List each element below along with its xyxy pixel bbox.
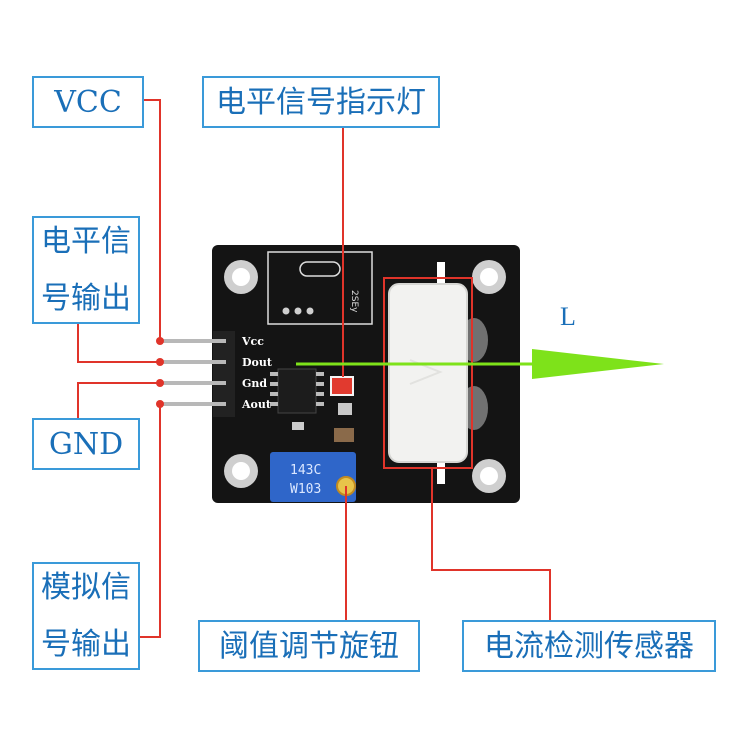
mounting-hole xyxy=(472,260,506,294)
pin-label-vcc: Vcc xyxy=(241,335,264,348)
label-threshold-knob: 阈值调节旋钮 xyxy=(198,620,420,672)
label-vcc-text: VCC xyxy=(54,84,122,120)
label-gnd: GND xyxy=(32,418,140,470)
current-sensor xyxy=(388,283,468,463)
mounting-hole xyxy=(224,260,258,294)
label-indicator-text: 电平信号指示灯 xyxy=(216,84,426,120)
leader-lines xyxy=(77,99,551,638)
leader-gnd xyxy=(77,382,160,426)
label-level-out-line1: 电平信 xyxy=(41,224,131,259)
board-chip-marking: 2SEy xyxy=(349,290,359,313)
mounting-hole xyxy=(472,459,506,493)
label-current-sensor-text: 电流检测传感器 xyxy=(484,628,694,664)
label-vcc: VCC xyxy=(32,76,144,128)
label-threshold-knob-text: 阈值调节旋钮 xyxy=(219,628,399,664)
opamp-chip xyxy=(270,368,324,414)
pin-label-gnd: Gnd xyxy=(242,377,267,390)
current-direction-arrow xyxy=(296,349,664,379)
trimmer-marking-bottom: W103 xyxy=(290,482,321,497)
label-analog-out-line1: 模拟信 xyxy=(41,570,131,605)
trimmer-marking-top: 143C xyxy=(290,463,321,478)
pin-label-dout: Dout xyxy=(242,356,273,369)
pin-header xyxy=(160,331,235,417)
label-level-out-line2: 号输出 xyxy=(41,281,131,316)
label-indicator: 电平信号指示灯 xyxy=(202,76,440,128)
mounting-hole xyxy=(224,454,258,488)
pin-label-aout: Aout xyxy=(241,398,272,411)
label-gnd-text: GND xyxy=(48,426,124,462)
leader-vcc xyxy=(143,99,161,341)
indicator-led xyxy=(330,376,354,396)
label-analog-out: 模拟信 号输出 xyxy=(32,562,140,670)
leader-analog-out xyxy=(138,404,161,638)
sensor-module-board: 143C W103 Vcc Dout Gnd Aout 2SEy xyxy=(160,245,520,503)
threshold-trimmer: 143C W103 xyxy=(270,452,356,502)
leader-level-out xyxy=(77,322,160,363)
sensor-highlight-box xyxy=(383,277,473,469)
label-level-out: 电平信 号输出 xyxy=(32,216,140,324)
direction-label: L xyxy=(560,302,576,331)
label-current-sensor: 电流检测传感器 xyxy=(462,620,716,672)
leader-sensor xyxy=(431,468,551,621)
label-analog-out-line2: 号输出 xyxy=(41,627,131,662)
